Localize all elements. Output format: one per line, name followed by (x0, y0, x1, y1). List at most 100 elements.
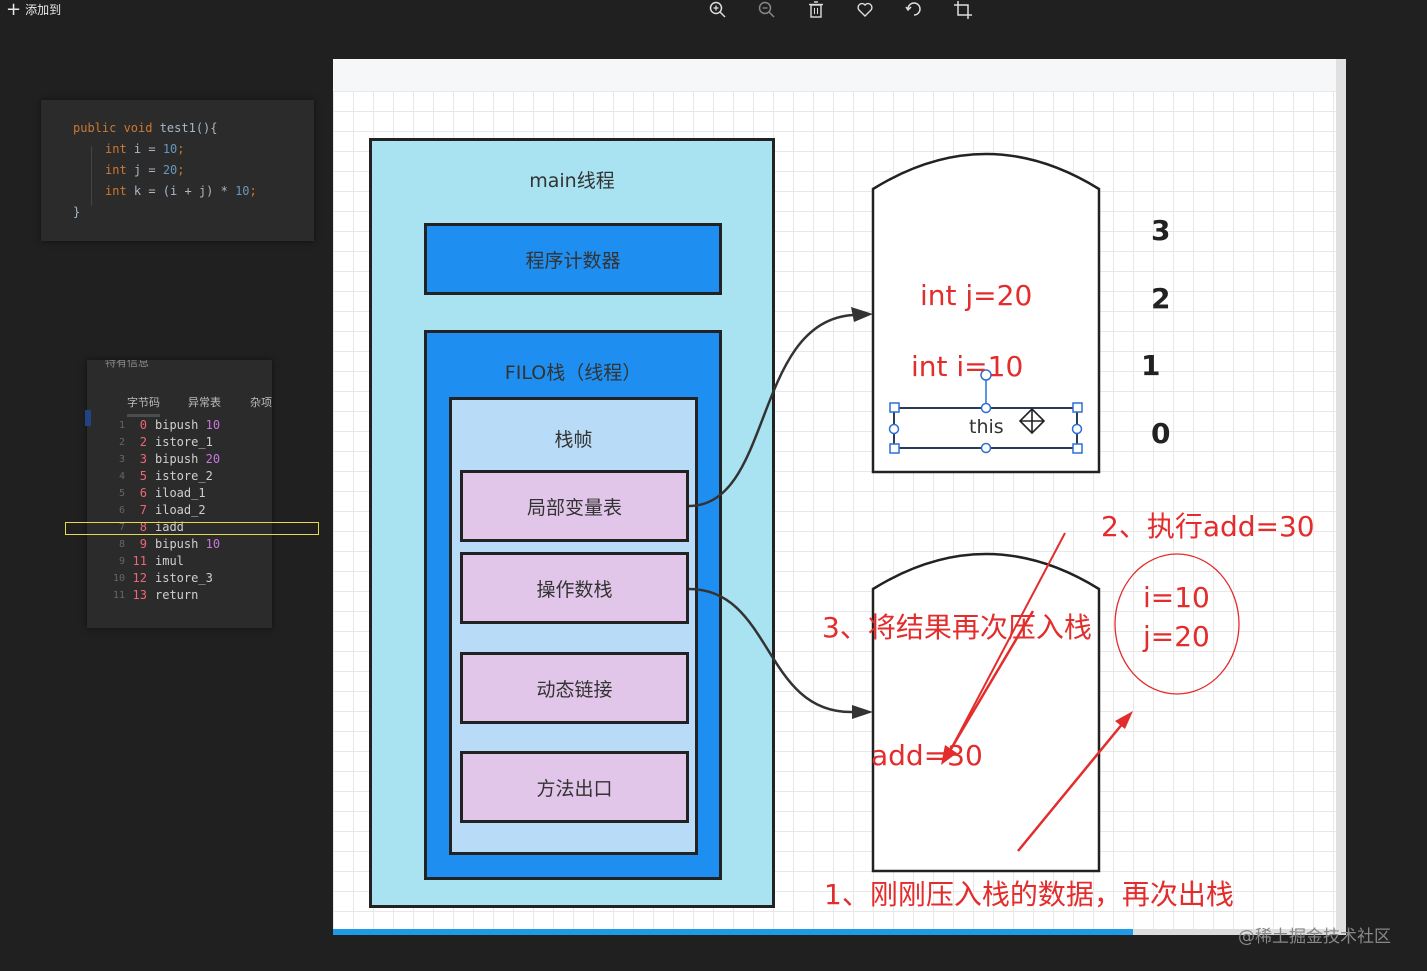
slot-this-label: this (969, 416, 1004, 438)
bytecode-line-number: 1 (118, 420, 125, 431)
bytecode-offset: 0 (139, 418, 147, 432)
top-toolbar: + 添加到 (0, 0, 1427, 22)
method-exit-box[interactable]: 方法出口 (460, 751, 689, 823)
bytecode-row[interactable]: 2 2 istore_1 (87, 435, 272, 452)
bytecode-operand: 10 (205, 418, 221, 432)
bytecode-offset: 5 (139, 469, 147, 483)
indent-guide (91, 146, 92, 206)
bytecode-opcode: iadd (155, 520, 184, 534)
dynamic-link-label: 动态链接 (536, 678, 613, 701)
bytecode-offset: 11 (132, 554, 147, 568)
horizontal-scrollbar[interactable] (333, 929, 1346, 935)
dynamic-link-box[interactable]: 动态链接 (460, 652, 689, 724)
trash-icon[interactable] (806, 0, 826, 20)
connector-local-vars-arrow (851, 307, 873, 322)
code-token: 10 (162, 142, 178, 156)
selection-marker (85, 410, 91, 426)
slot-j-value: int j=20 (920, 279, 1033, 312)
tab-exception-table[interactable]: 异常表 (188, 396, 221, 409)
bytecode-line-number: 3 (118, 454, 125, 465)
slot-index-1: 1 (1141, 349, 1161, 382)
tab-bytecode[interactable]: 字节码 (127, 394, 160, 417)
step-1-annotation: 1、刚刚压入栈的数据，再次出栈 (824, 878, 1234, 911)
filo-stack-label: FILO栈（线程） (504, 362, 642, 384)
bytecode-line-number: 9 (118, 556, 125, 567)
local-variable-table-label: 局部变量表 (526, 496, 622, 519)
operand-stack-box[interactable]: 操作数栈 (460, 552, 689, 624)
bytecode-offset: 2 (139, 435, 147, 449)
bytecode-opcode-text: bipush (155, 452, 199, 466)
diagram-canvas[interactable]: main线程 程序计数器 FILO栈（线程） 栈帧 局部变量表 操作数栈 动态链… (333, 59, 1346, 935)
bytecode-line-number: 4 (118, 471, 125, 482)
slot-index-2: 2 (1151, 282, 1171, 315)
red-circle (1114, 553, 1240, 695)
bytecode-opcode-text: bipush (155, 537, 199, 551)
bytecode-opcode: istore_3 (155, 571, 213, 585)
zoom-out-icon[interactable] (757, 0, 777, 20)
bytecode-operand: 20 (205, 452, 221, 466)
local-var-table-shape (871, 152, 1101, 474)
program-counter-box[interactable]: 程序计数器 (424, 223, 722, 295)
local-variable-table-box[interactable]: 局部变量表 (460, 470, 689, 542)
add-result-value: add=30 (871, 739, 983, 772)
bytecode-opcode-text: istore_2 (155, 469, 213, 483)
zoom-in-icon[interactable] (708, 0, 728, 20)
code-token: int (105, 142, 134, 156)
bytecode-row[interactable]: 4 5 istore_2 (87, 469, 272, 486)
slot-i-value: int i=10 (911, 350, 1024, 383)
bytecode-line-number: 8 (118, 539, 125, 550)
red-pop-arrow-line (1017, 716, 1129, 852)
bytecode-opcode: return (155, 588, 198, 602)
bytecode-line-number: 10 (113, 573, 126, 584)
red-push-arrowhead (941, 745, 957, 765)
code-token: 20 (162, 163, 178, 177)
operand-stack-shape (871, 552, 1101, 873)
method-exit-label: 方法出口 (536, 777, 613, 800)
operand-stack-label: 操作数栈 (536, 578, 613, 601)
add-to-label: 添加到 (25, 3, 62, 17)
add-to-button[interactable]: + 添加到 (6, 0, 62, 18)
connector-operand-stack (688, 587, 854, 714)
scrollbar-thumb[interactable] (333, 929, 1133, 935)
bytecode-opcode-text: istore_1 (155, 435, 213, 449)
source-code-panel: public void test1(){int i = 10;int j = 2… (41, 100, 314, 241)
selection-handles (888, 369, 1083, 454)
bytecode-opcode-text: iload_2 (155, 503, 206, 517)
crop-icon[interactable] (953, 0, 973, 20)
code-token: k = (i + j) * (133, 184, 236, 198)
circle-i-value: i=10 (1143, 581, 1210, 614)
rotate-icon[interactable] (904, 0, 924, 20)
diagram-shapes (688, 152, 1240, 873)
code-line: public void test1(){ (73, 121, 218, 135)
code-token: i = (133, 142, 163, 156)
tab-misc[interactable]: 杂项 (250, 396, 272, 409)
bytecode-operand: 10 (205, 537, 221, 551)
code-line: int k = (i + j) * 10; (105, 184, 257, 198)
bytecode-line-number: 2 (118, 437, 125, 448)
bytecode-opcode: istore_2 (155, 469, 213, 483)
bytecode-row[interactable]: 8 9 bipush 10 (87, 537, 272, 554)
red-push-arrow-line-2 (943, 610, 1035, 760)
move-cursor-icon (1018, 407, 1046, 435)
bytecode-opcode: iload_1 (155, 486, 206, 500)
bytecode-offset: 9 (139, 537, 147, 551)
vertical-scrollbar[interactable] (1336, 59, 1346, 935)
code-token: ; (177, 163, 185, 177)
heart-icon[interactable] (855, 0, 875, 20)
code-token: ; (249, 184, 257, 198)
program-counter-label: 程序计数器 (525, 249, 621, 272)
code-line: int j = 20; (105, 163, 185, 177)
red-push-arrow-line (949, 532, 1066, 752)
bytecode-opcode-text: istore_3 (155, 571, 213, 585)
step-3-annotation: 3、将结果再次压入栈 (822, 611, 1092, 644)
bytecode-offset: 8 (139, 520, 147, 534)
bytecode-opcode-text: iload_1 (155, 486, 206, 500)
